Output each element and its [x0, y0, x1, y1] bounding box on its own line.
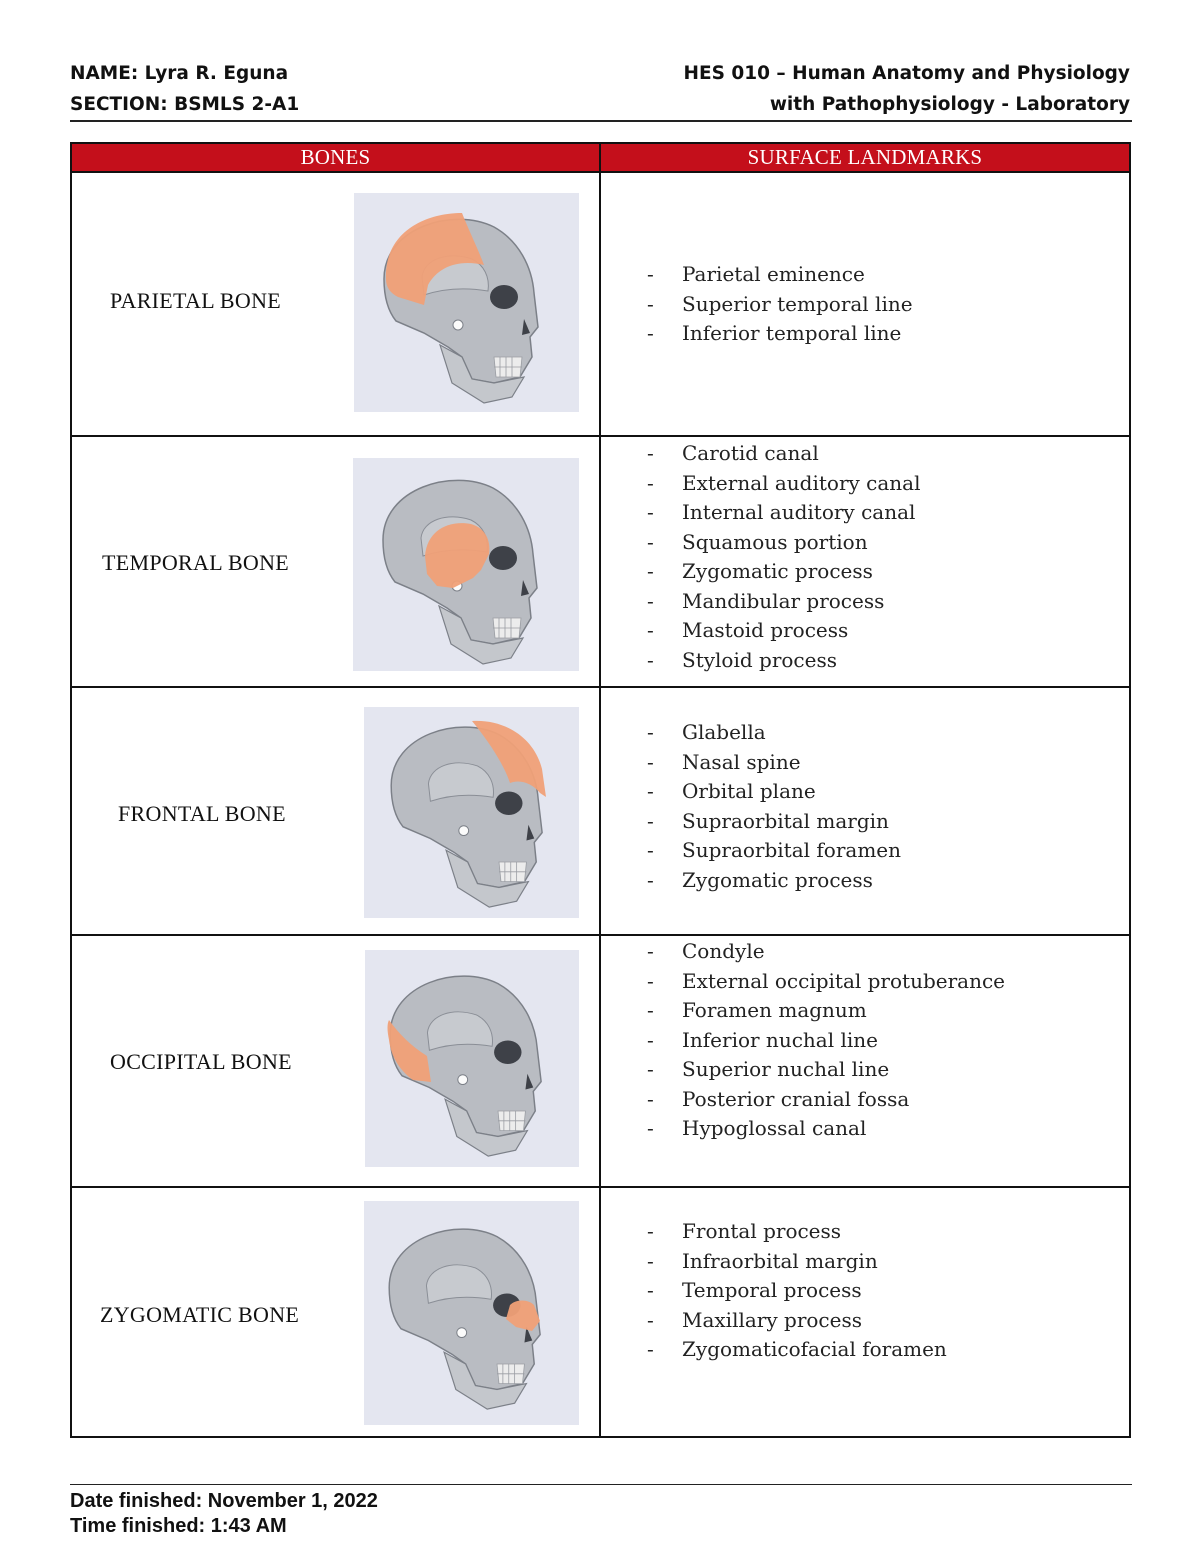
skull-image — [354, 193, 579, 412]
landmarks-list: Frontal process Infraorbital margin Temp… — [647, 1217, 947, 1365]
list-item: Inferior temporal line — [647, 319, 913, 349]
list-item: Maxillary process — [647, 1306, 947, 1336]
course-subtitle: with Pathophysiology - Laboratory — [769, 94, 1130, 115]
student-section: SECTION: BSMLS 2-A1 — [70, 94, 300, 115]
skull-image — [364, 707, 579, 918]
table-row: PARIETAL BONE Parietal eminence Superior… — [70, 171, 1131, 437]
course-title: HES 010 – Human Anatomy and Physiology — [683, 63, 1130, 84]
student-name: NAME: Lyra R. Eguna — [70, 63, 289, 84]
skull-frontal-illustration — [390, 720, 546, 908]
landmarks-cell: Glabella Nasal spine Orbital plane Supra… — [599, 686, 1131, 936]
list-item: Foramen magnum — [647, 996, 1005, 1026]
landmarks-cell: Carotid canal External auditory canal In… — [599, 435, 1131, 688]
bone-name: TEMPORAL BONE — [102, 550, 290, 575]
list-item: Supraorbital foramen — [647, 836, 901, 866]
list-item: Styloid process — [647, 646, 921, 676]
list-item: Frontal process — [647, 1217, 947, 1247]
bone-cell: ZYGOMATIC BONE — [70, 1186, 601, 1438]
time-finished: Time finished: 1:43 AM — [70, 1515, 287, 1537]
list-item: Zygomatic process — [647, 866, 901, 896]
skull-zygomatic-illustration — [388, 1228, 541, 1410]
list-item: Parietal eminence — [647, 260, 913, 290]
list-item: Zygomaticofacial foramen — [647, 1335, 947, 1365]
list-item: Hypoglossal canal — [647, 1114, 1005, 1144]
list-item: Superior temporal line — [647, 290, 913, 320]
landmarks-cell: Frontal process Infraorbital margin Temp… — [599, 1186, 1131, 1438]
list-item: External auditory canal — [647, 469, 921, 499]
table-row: ZYGOMATIC BONE Frontal process Infraorbi… — [70, 1186, 1131, 1438]
list-item: Carotid canal — [647, 439, 921, 469]
list-item: Inferior nuchal line — [647, 1026, 1005, 1056]
list-item: Posterior cranial fossa — [647, 1085, 1005, 1115]
skull-parietal-illustration — [383, 213, 539, 404]
landmarks-column-header: SURFACE LANDMARKS — [599, 142, 1131, 173]
list-item: Mandibular process — [647, 587, 921, 617]
bone-cell: PARIETAL BONE — [70, 171, 601, 437]
table-row: TEMPORAL BONE Carotid canal External aud… — [70, 435, 1131, 688]
bones-column-header: BONES — [70, 142, 601, 173]
table-row: OCCIPITAL BONE Condyle External occipita… — [70, 934, 1131, 1188]
list-item: Supraorbital margin — [647, 807, 901, 837]
list-item: Glabella — [647, 718, 901, 748]
list-item: Zygomatic process — [647, 557, 921, 587]
list-item: Temporal process — [647, 1276, 947, 1306]
list-item: Internal auditory canal — [647, 498, 921, 528]
list-item: Mastoid process — [647, 616, 921, 646]
list-item: External occipital protuberance — [647, 967, 1005, 997]
list-item: Nasal spine — [647, 748, 901, 778]
table-row: FRONTAL BONE Glabella Nasal spine Orbita… — [70, 686, 1131, 936]
document-footer: Date finished: November 1, 2022 Time fin… — [70, 1484, 1132, 1539]
bone-cell: FRONTAL BONE — [70, 686, 601, 936]
skull-image — [364, 1201, 579, 1425]
bones-table: BONES SURFACE LANDMARKS PARIETAL BONE Pa… — [70, 142, 1131, 1438]
landmarks-list: Parietal eminence Superior temporal line… — [647, 260, 913, 349]
bone-name: ZYGOMATIC BONE — [100, 1302, 300, 1327]
landmarks-cell: Condyle External occipital protuberance … — [599, 934, 1131, 1188]
list-item: Infraorbital margin — [647, 1247, 947, 1277]
student-info: NAME: Lyra R. Eguna SECTION: BSMLS 2-A1 — [70, 58, 299, 120]
landmarks-cell: Parietal eminence Superior temporal line… — [599, 171, 1131, 437]
bone-name: FRONTAL BONE — [118, 801, 286, 826]
skull-image — [365, 950, 579, 1167]
skull-image — [353, 458, 579, 671]
list-item: Condyle — [647, 937, 1005, 967]
skull-temporal-illustration — [382, 479, 538, 665]
course-info: HES 010 – Human Anatomy and Physiology w… — [683, 58, 1130, 120]
bone-name: OCCIPITAL BONE — [110, 1049, 292, 1074]
skull-occipital-illustration — [387, 975, 542, 1157]
bone-cell: TEMPORAL BONE — [70, 435, 601, 688]
landmarks-list: Carotid canal External auditory canal In… — [647, 439, 921, 675]
document-header: NAME: Lyra R. Eguna SECTION: BSMLS 2-A1 … — [70, 56, 1132, 122]
bone-name: PARIETAL BONE — [110, 288, 282, 313]
list-item: Orbital plane — [647, 777, 901, 807]
landmarks-list: Glabella Nasal spine Orbital plane Supra… — [647, 718, 901, 895]
list-item: Squamous portion — [647, 528, 921, 558]
landmarks-list: Condyle External occipital protuberance … — [647, 937, 1005, 1144]
date-finished: Date finished: November 1, 2022 — [70, 1490, 378, 1512]
bone-cell: OCCIPITAL BONE — [70, 934, 601, 1188]
list-item: Superior nuchal line — [647, 1055, 1005, 1085]
